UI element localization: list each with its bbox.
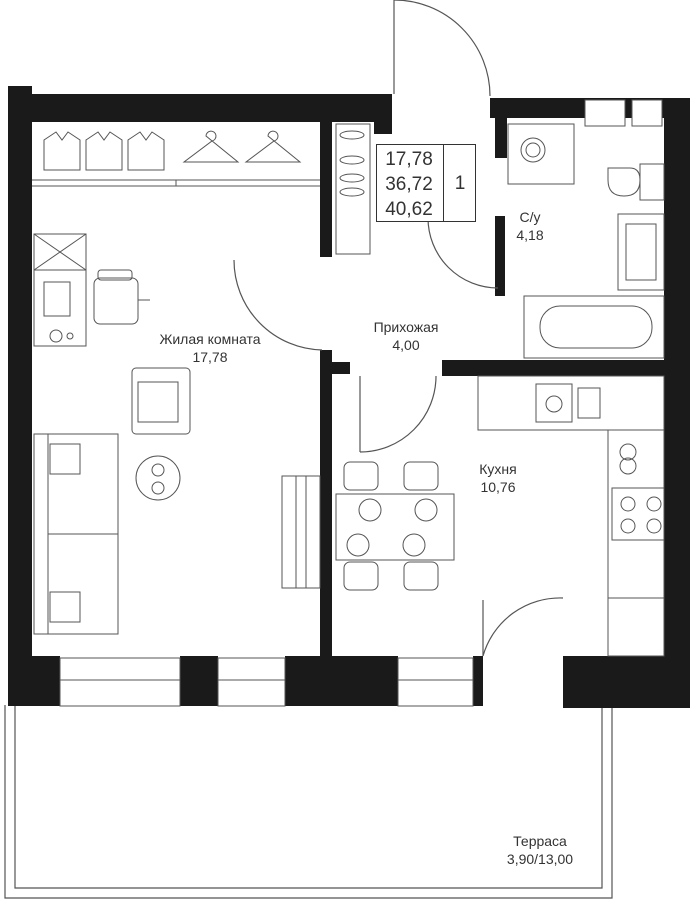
room-area: 10,76 [480,479,516,495]
room-area: 4,18 [516,227,544,243]
room-name: Терраса [513,833,567,849]
room-area: 3,90/13,00 [506,851,574,867]
walls [8,86,690,708]
total-area-value: 40,62 [385,199,433,220]
room-label-hallway: Прихожая 4,00 [374,318,439,354]
room-name: Прихожая [373,319,439,335]
room-label-living: Жилая комната 17,78 [159,330,260,366]
wardrobe [32,130,320,187]
room-label-kitchen: Кухня 10,76 [479,460,516,496]
kitchen-fixtures [335,375,665,657]
shirt-icon [43,131,165,171]
room-count-value: 1 [454,173,466,194]
area-box-divider [443,145,444,221]
room-name: Кухня [479,461,517,477]
area-summary-box: 17,78 36,72 40,62 1 [376,144,476,222]
room-name: Жилая комната [159,331,261,347]
bathroom-fixtures [507,123,665,359]
living-area-value: 17,78 [385,149,433,170]
usable-area-value: 36,72 [385,174,433,195]
hanger-icon [182,130,302,163]
windows [59,99,663,707]
room-name: С/у [519,209,541,225]
room-label-terrace: Терраса 3,90/13,00 [507,832,573,868]
room-area: 4,00 [392,337,420,353]
doors [233,0,564,657]
terrace-outline [4,705,613,899]
room-label-bathroom: С/у 4,18 [516,208,543,244]
shoe-rack [335,123,371,255]
room-area: 17,78 [192,349,228,365]
living-furniture [33,233,321,635]
area-values: 17,78 36,72 40,62 [377,147,441,222]
